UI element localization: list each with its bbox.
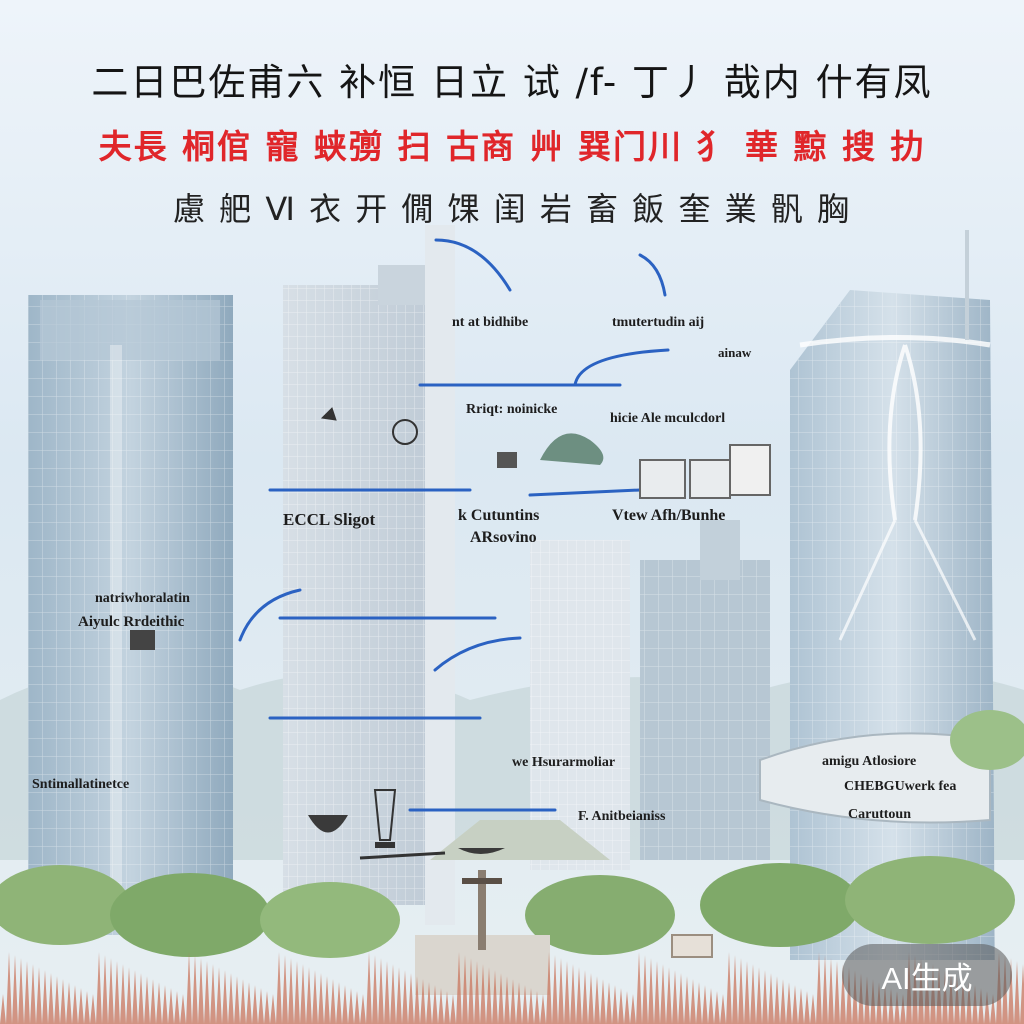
- tablet-device-icon: [392, 419, 418, 445]
- boat-icon: [458, 848, 505, 854]
- right-panel-label: CHEBGUwerk fea: [844, 779, 957, 794]
- diagram-label: natriwhoralatin: [95, 591, 190, 606]
- right-panel-label: amigu Atlosiore: [822, 754, 917, 769]
- scale-base-icon: [359, 851, 446, 860]
- center-small-towers: [530, 520, 770, 870]
- grass-blades: [0, 952, 1024, 1024]
- diagram-label: ECCL Sligot: [283, 510, 376, 529]
- diagram-label: Vtew Afh/Bunhe: [612, 507, 726, 524]
- foreground-trees: [0, 710, 1024, 958]
- connector-line: [638, 253, 667, 297]
- diagram-label: tmutertudin aij: [612, 315, 705, 330]
- server-rack-icon: [689, 459, 731, 499]
- ai-generated-badge: AI生成: [842, 944, 1012, 1006]
- connector-line: [434, 238, 512, 292]
- connector-line: [573, 348, 670, 387]
- page-title-line-2: 夫長 桐倌 寵 蛱彅 扫 古商 艸 巽门川 犭 華 黥 搜 扐: [98, 127, 926, 166]
- cabinet-icon: [729, 444, 771, 496]
- diagram-label: we Hsurarmoliar: [512, 755, 616, 770]
- diagram-label: nt at bidhibe: [452, 315, 529, 330]
- diagram-label: ARsovino: [470, 529, 537, 546]
- device-icon: [130, 630, 155, 650]
- connector-line: [433, 636, 522, 672]
- connector-line: [528, 488, 642, 497]
- right-panel-label: Caruttoun: [848, 807, 912, 822]
- diagram-label: hicie Ale mculcdorl: [610, 411, 726, 426]
- right-tower: [790, 230, 995, 960]
- page-title-line-3: 慮 舥 Ⅵ 衣 开 僩 馃 闺 岩 畜 飯 奎 業 骪 胸: [173, 190, 851, 228]
- foreground-grass: [0, 952, 1024, 1024]
- scale-pan-left-icon: [308, 815, 348, 833]
- lamp-icon: [373, 789, 397, 841]
- diagram-label: Sntimallatinetce: [32, 777, 130, 792]
- left-tower: [28, 295, 233, 935]
- page-title-line-1: 二日巴佐甫六 补恒 日立 试 /f- 丁丿 哉内 什有凤: [91, 61, 933, 104]
- diagram-label: k Cutuntins: [458, 507, 540, 524]
- bird-icon: [320, 407, 337, 421]
- cloud-shape-icon: [540, 433, 604, 465]
- right-pavilion: [759, 732, 991, 824]
- gear-icon: [497, 452, 517, 468]
- connector-lines: [238, 238, 670, 812]
- connector-line: [238, 588, 302, 642]
- diagram-label: Aiyulc Rrdeithic: [78, 614, 185, 630]
- small-pictograms: [130, 407, 771, 860]
- diagram-label: ainaw: [718, 345, 752, 360]
- diagram-label: F. Anitbeianiss: [578, 809, 666, 824]
- server-rack-icon: [639, 459, 686, 499]
- diagram-label: Rriqt: noinicke: [466, 402, 558, 417]
- center-left-tower: [283, 225, 455, 925]
